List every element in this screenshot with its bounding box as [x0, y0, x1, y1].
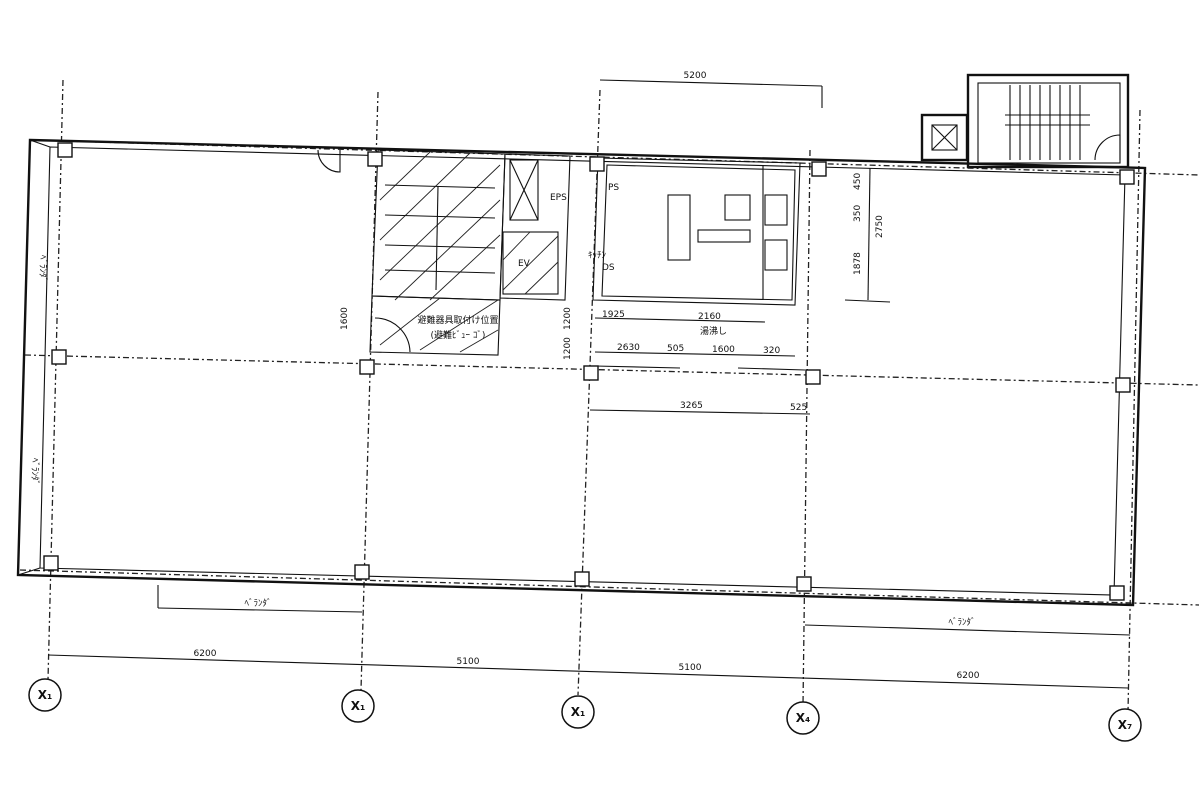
right-dim-3: 1878	[853, 252, 863, 275]
toilet-fixtures	[667, 165, 788, 300]
balcony-label-bottom-left: ﾍﾞﾗﾝﾀﾞ	[244, 598, 271, 609]
label-wc: 湯沸し	[700, 325, 727, 337]
core-dim-8: 1600	[712, 345, 735, 355]
exterior-stair	[920, 73, 1130, 169]
stair-hatch	[379, 151, 501, 353]
grid-axes	[19, 79, 1199, 713]
core-dim-5: 1200	[563, 337, 573, 360]
outer-walls	[16, 138, 1147, 607]
bottom-dim-4: 6200	[957, 671, 980, 681]
core-dim-2: 1200	[563, 307, 573, 330]
grid-label-2: X₁	[351, 699, 366, 713]
core-dim-1: 1600	[340, 307, 350, 330]
label-kitchen: ｷｯﾁﾝ	[588, 250, 607, 261]
stair-note-line1: 避難器具取付け位置	[417, 314, 498, 326]
bottom-dim-1: 6200	[194, 649, 217, 659]
columns	[43, 142, 1135, 601]
core	[369, 149, 801, 356]
dimension-lines	[47, 79, 1131, 689]
balcony-label-left-bottom: ﾍﾞﾗﾝﾀﾞ	[29, 458, 40, 485]
core-dim-9: 320	[763, 346, 780, 356]
label-eps: EPS	[550, 193, 567, 203]
right-dim-2: 350	[853, 205, 863, 222]
right-dim-1: 450	[853, 173, 863, 190]
elevator	[502, 159, 559, 295]
top-dim: 5200	[684, 71, 707, 81]
grid-label-4: X₄	[796, 711, 811, 725]
label-ev: EV	[518, 259, 531, 269]
grid-bubbles	[28, 678, 1142, 742]
stair-note-line2: (避難ﾋﾞｭｰ ｺﾞ)	[431, 329, 486, 341]
bottom-dim-3: 5100	[679, 663, 702, 673]
grid-label-1: X₁	[38, 688, 53, 702]
doors	[317, 149, 411, 353]
label-ds: DS	[602, 263, 615, 273]
right-dim-4: 2750	[875, 215, 885, 238]
balcony-label-bottom-right: ﾍﾞﾗﾝﾀﾞ	[948, 617, 975, 628]
grid-label-5: X₇	[1118, 718, 1133, 732]
core-dim-4: 2160	[698, 312, 721, 322]
grid-label-3: X₁	[571, 705, 586, 719]
core-dim-11: 525	[790, 403, 807, 413]
bottom-dim-2: 5100	[457, 657, 480, 667]
core-dim-10: 3265	[680, 401, 703, 411]
core-dim-3: 1925	[602, 310, 625, 320]
core-dim-7: 505	[667, 344, 684, 354]
label-ps: PS	[608, 183, 619, 193]
balcony-label-left-top: ﾍﾞﾗﾝﾀﾞ	[37, 255, 48, 282]
core-dim-6: 2630	[617, 343, 640, 353]
